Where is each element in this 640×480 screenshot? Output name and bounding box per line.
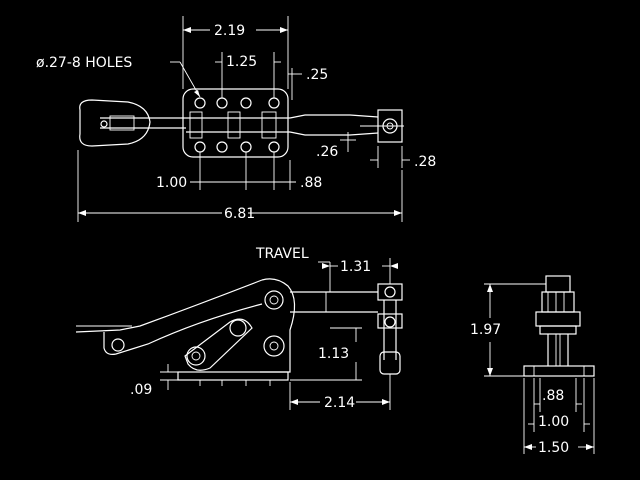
dim-2-19: 2.19 bbox=[214, 23, 245, 39]
dim-0-09: .09 bbox=[130, 382, 152, 398]
dim-end-1-50: 1.50 bbox=[538, 440, 569, 456]
dim-1-13: 1.13 bbox=[318, 346, 349, 362]
dim-end-1-00: 1.00 bbox=[538, 414, 569, 430]
hole-note: ø.27-8 HOLES bbox=[36, 55, 132, 71]
end-view: 1.97 .88 1.00 1.50 bbox=[470, 275, 595, 456]
dim-2-14: 2.14 bbox=[324, 395, 355, 411]
travel-label: TRAVEL bbox=[255, 246, 309, 262]
dim-0-26: .26 bbox=[316, 144, 338, 160]
dim-6-81: 6.81 bbox=[224, 206, 255, 222]
dim-1-25: 1.25 bbox=[226, 54, 257, 70]
dim-0-88: .88 bbox=[300, 175, 322, 191]
top-view: 2.19 1.25 .25 ø.27-8 HOLES .26 .28 1.00 bbox=[36, 16, 436, 222]
dim-end-0-88: .88 bbox=[542, 388, 564, 404]
dim-1-97: 1.97 bbox=[470, 322, 501, 338]
dim-1-31: 1.31 bbox=[340, 259, 371, 275]
side-view: TRAVEL 1.31 1.13 .09 2.14 bbox=[75, 246, 403, 411]
dim-0-28: .28 bbox=[414, 154, 436, 170]
dim-1-00: 1.00 bbox=[156, 175, 187, 191]
dim-0-25: .25 bbox=[306, 67, 328, 83]
